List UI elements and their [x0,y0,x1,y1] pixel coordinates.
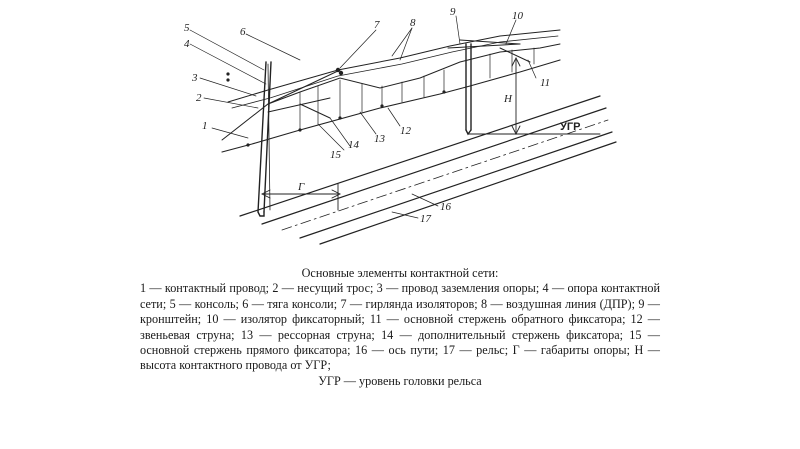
pole-grounding-wire [267,63,271,211]
callout-gauge: Г [297,181,305,193]
callout-16: 16 [440,201,452,213]
height-dimension [511,56,521,136]
callout-13: 13 [374,133,386,145]
callout-1: 1 [202,120,208,132]
callout-10: 10 [512,10,524,22]
left-cantilever [267,69,341,119]
callout-height: Н [503,93,513,105]
insulator-string [226,67,344,82]
rail-level-label: УГР [560,121,580,133]
callout-8: 8 [410,17,416,29]
messenger-wire [221,43,561,141]
callout-5: 5 [184,22,190,34]
overhead-contact-line-diagram: 1 2 3 4 5 6 7 8 9 10 11 12 13 14 15 16 1… [184,6,617,245]
callout-labels: 1 2 3 4 5 6 7 8 9 10 11 12 13 14 15 16 1… [184,6,580,225]
wire-clamps [246,90,446,147]
callout-2: 2 [196,92,202,104]
caption-title: Основные элементы контактной сети: [301,266,499,280]
gauge-dimension [260,183,342,211]
figure-caption: Основные элементы контактной сети: 1 — к… [140,266,660,389]
left-support-pole [257,61,272,217]
feeder-line-lower [231,35,559,109]
caption-footer: УГР — уровень головки рельса [318,373,482,388]
callout-11: 11 [540,77,550,89]
right-support-pole [465,43,472,136]
callout-7: 7 [374,19,380,31]
callout-15: 15 [330,149,342,161]
feeder-line [227,29,561,103]
contact-wire [221,59,561,153]
callout-17: 17 [420,213,432,225]
callout-9: 9 [450,6,456,18]
dropper-wires [299,47,535,131]
callout-4: 4 [184,38,190,50]
leader-lines [189,15,537,219]
callout-14: 14 [348,139,360,151]
caption-body: 1 — контактный провод; 2 — несущий трос;… [140,281,660,373]
right-bracket [447,39,531,63]
track-axis [281,119,609,231]
callout-6: 6 [240,26,246,38]
track-rails [239,95,617,245]
callout-12: 12 [400,125,412,137]
callout-3: 3 [191,72,198,84]
